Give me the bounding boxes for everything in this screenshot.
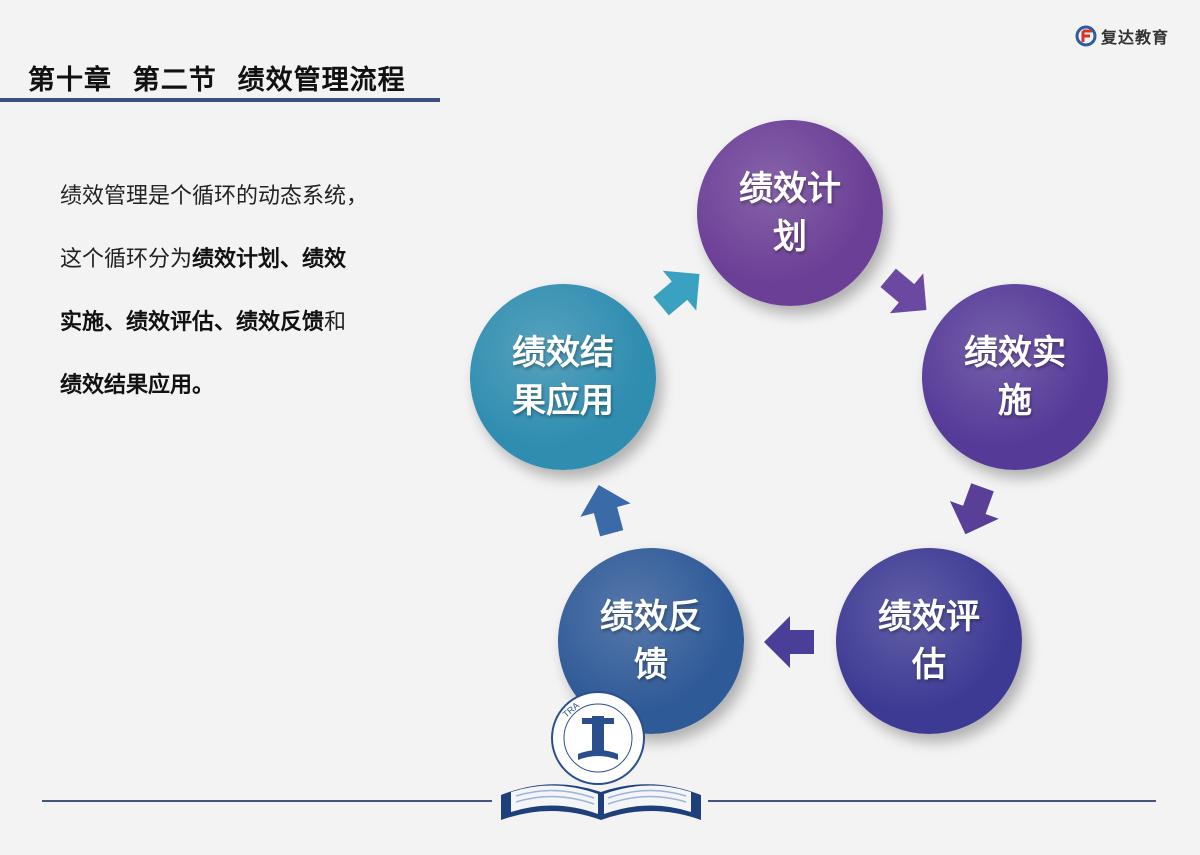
open-book-icon <box>501 784 701 820</box>
cycle-node-label: 绩效评估 <box>878 597 980 685</box>
footer-rule-left <box>42 800 492 802</box>
description-line-4: 绩效结果应用。 <box>60 354 420 417</box>
cycle-node-result: 绩效结果应用 <box>470 284 656 470</box>
description-line-1: 绩效管理是个循环的动态系统， <box>60 184 369 209</box>
arrow-result-to-plan <box>653 270 700 316</box>
footer-rule-right <box>708 800 1156 802</box>
brand-name: 复达教育 <box>1101 28 1170 47</box>
arrow-feedback-to-result <box>580 484 631 537</box>
cycle-node-label: 绩效反馈 <box>600 597 702 685</box>
school-emblem-icon: TRA <box>551 691 645 785</box>
description-highlight: 绩效计划、绩效 <box>192 247 347 272</box>
description-line-2: 这个循环分为绩效计划、绩效 <box>60 228 420 291</box>
page-title: 第十章 第二节 绩效管理流程 <box>28 65 406 96</box>
cycle-node-label: 绩效实施 <box>964 333 1066 421</box>
arrow-plan-to-implement <box>880 268 927 314</box>
brand: 复达教育 <box>1075 24 1169 48</box>
description-text: 和 <box>324 310 347 335</box>
arrow-implement-to-evaluate <box>949 483 999 535</box>
title-underline <box>0 98 440 102</box>
description-text: 这个循环分为 <box>60 247 193 272</box>
description-highlight: 实施、绩效评估、绩效反馈 <box>60 310 325 335</box>
description: 绩效管理是个循环的动态系统， 这个循环分为绩效计划、绩效 实施、绩效评估、绩效反… <box>60 165 420 417</box>
description-line-3: 实施、绩效评估、绩效反馈和 <box>60 291 420 354</box>
cycle-node-implement: 绩效实施 <box>922 284 1108 470</box>
description-highlight: 绩效结果应用。 <box>60 373 215 398</box>
cycle-node-label: 绩效计划 <box>739 169 841 257</box>
cycle-node-evaluate: 绩效评估 <box>836 548 1022 734</box>
cycle-node-plan: 绩效计划 <box>697 120 883 306</box>
arrow-evaluate-to-feedback <box>764 616 814 668</box>
brand-logo-icon <box>1075 25 1097 47</box>
cycle-node-label: 绩效结果应用 <box>512 333 614 421</box>
